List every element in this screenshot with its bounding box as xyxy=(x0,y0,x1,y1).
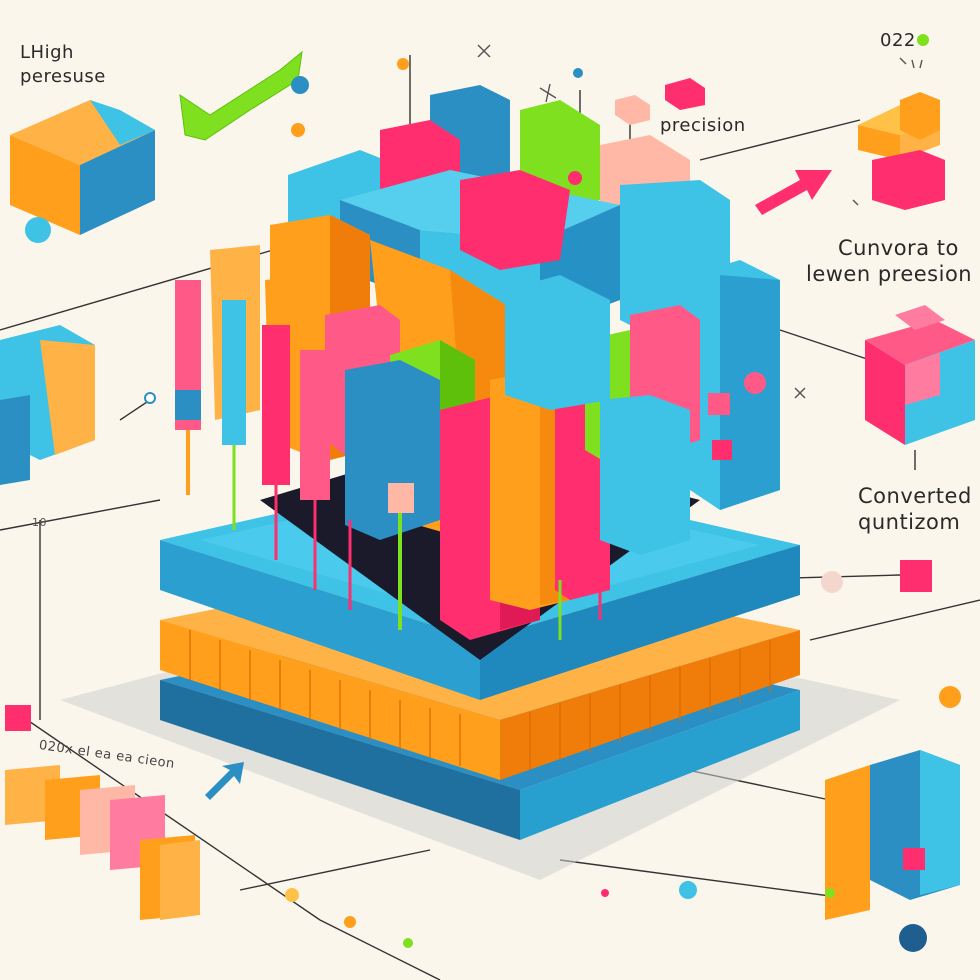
thin-pillars xyxy=(175,280,602,640)
green-arrow xyxy=(179,50,303,141)
output-blocks-top xyxy=(858,92,945,210)
left-cube xyxy=(0,325,156,485)
sparkles xyxy=(477,44,923,399)
converted-label-1: Converted xyxy=(858,484,972,508)
pink-arrow xyxy=(755,170,832,215)
blue-arrow xyxy=(205,762,244,800)
high-precision-label-1: LHigh xyxy=(20,42,74,63)
staircase-blocks xyxy=(5,705,200,920)
convert-label-1: Cunvora to xyxy=(838,236,959,260)
bottom-right-cube xyxy=(825,750,960,920)
dot xyxy=(821,571,843,593)
precision-label: precision xyxy=(660,115,746,136)
converted-label-2: quntizom xyxy=(858,510,961,534)
convert-label-2: lewen preesion xyxy=(806,262,973,286)
side-number-label: 10 xyxy=(32,516,47,529)
floating-cube xyxy=(900,560,932,592)
pink-lime-towers xyxy=(325,275,700,640)
top-code-label: 022 xyxy=(880,30,916,51)
high-precision-label-2: peresuse xyxy=(20,66,106,87)
top-cubes xyxy=(615,78,705,125)
tower-nodes xyxy=(568,171,766,460)
high-precision-cube xyxy=(10,100,155,243)
converted-cube xyxy=(865,305,975,445)
